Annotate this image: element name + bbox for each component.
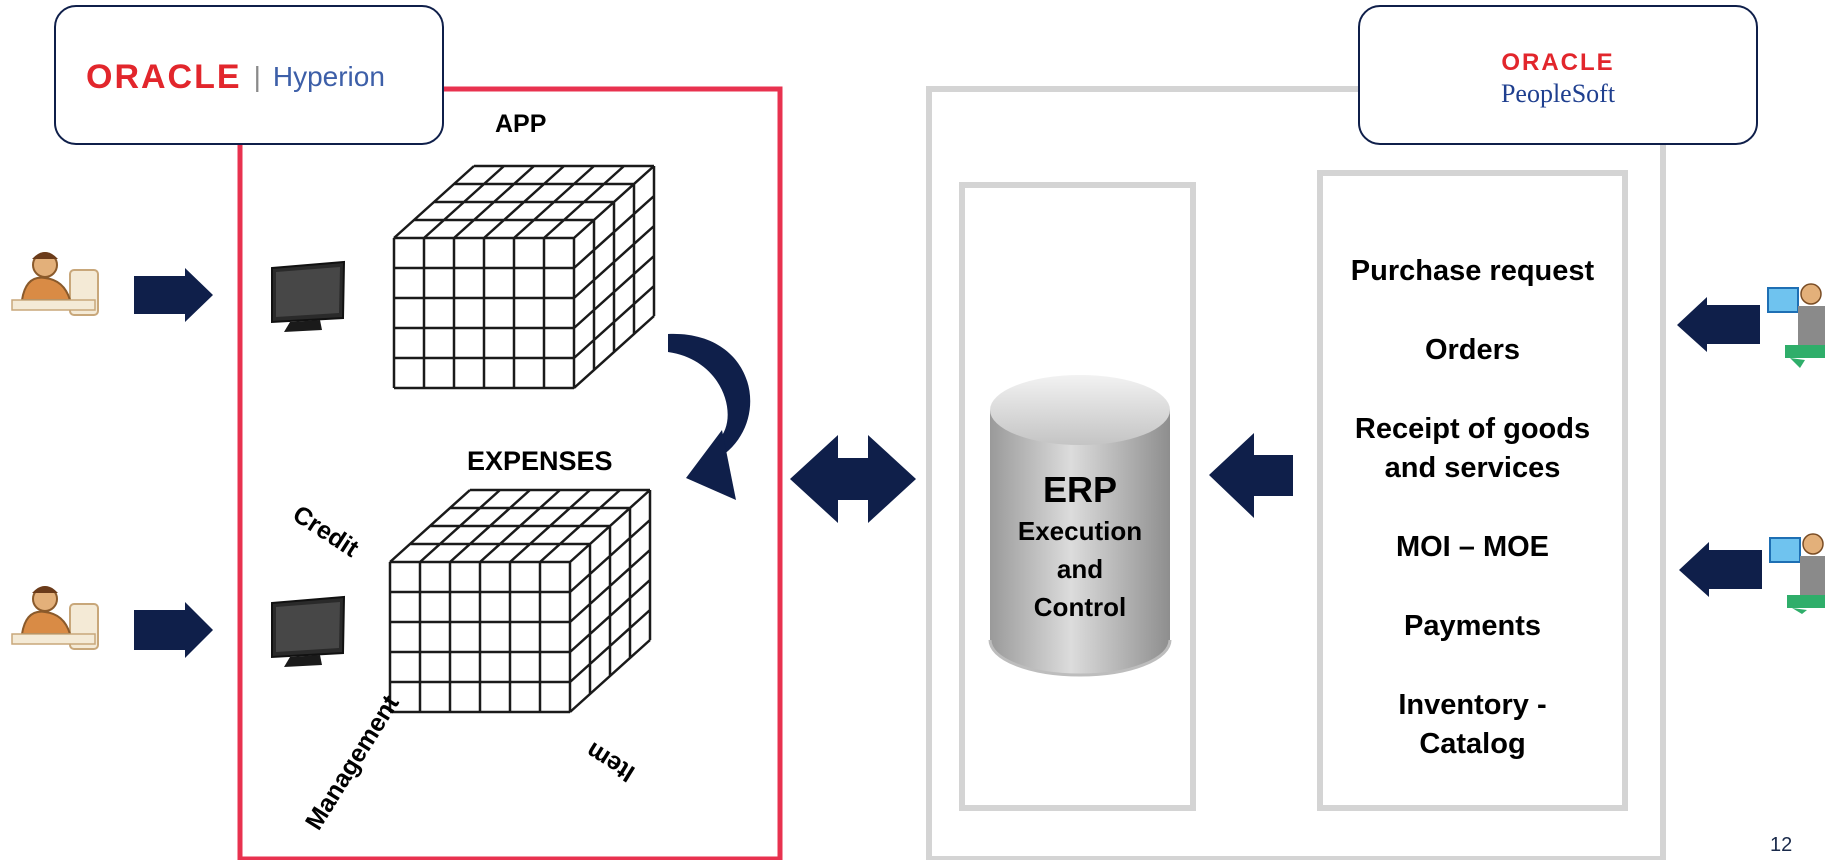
curved-arrow-icon <box>668 333 751 500</box>
peoplesoft-panel-border <box>926 86 1666 860</box>
process-item: Inventory - Catalog <box>1398 689 1547 760</box>
erp-title: ERP <box>1042 469 1118 510</box>
arrow-left-icon <box>1679 542 1762 597</box>
user-at-computer-icon <box>11 586 99 650</box>
arrow-left-icon <box>1677 297 1760 352</box>
app-cube-label: APP <box>495 110 547 138</box>
hyperion-logo-box: ORACLE | Hyperion <box>54 5 444 145</box>
process-item: MOI – MOE <box>1395 531 1550 563</box>
app-cube <box>392 164 656 390</box>
process-item: Purchase request <box>1350 255 1595 287</box>
erp-column-border <box>959 182 1196 811</box>
oracle-wordmark: ORACLE <box>1501 49 1615 76</box>
hyperion-wordmark: Hyperion <box>272 61 385 92</box>
expenses-cube <box>388 488 652 714</box>
erp-subtitle-line3: Control <box>1033 592 1127 622</box>
page-number: 12 <box>1770 834 1793 856</box>
process-item: Payments <box>1403 610 1541 642</box>
user-at-laptop-icon <box>1769 533 1825 614</box>
process-column-border <box>1317 170 1628 811</box>
erp-label: ERP Execution and Control <box>990 468 1170 626</box>
erp-subtitle-line1: Execution <box>1017 516 1143 546</box>
peoplesoft-logo-box: ORACLE PeopleSoft <box>1358 5 1758 145</box>
logo-separator: | <box>253 61 261 92</box>
hyperion-panel-border <box>237 86 783 860</box>
oracle-wordmark: ORACLE <box>86 57 242 96</box>
bidirectional-arrow-icon <box>790 435 916 523</box>
peoplesoft-wordmark: PeopleSoft <box>1500 79 1616 108</box>
arrow-left-icon <box>1209 433 1293 518</box>
user-at-laptop-icon <box>1767 283 1825 368</box>
arrow-right-icon <box>134 268 213 322</box>
arrow-right-icon <box>134 602 213 658</box>
user-at-computer-icon <box>11 252 99 316</box>
monitor-icon <box>271 595 346 667</box>
erp-database-cylinder <box>988 375 1172 677</box>
erp-subtitle-line2: and <box>1056 554 1104 584</box>
monitor-icon <box>271 260 346 332</box>
expenses-cube-label: EXPENSES <box>467 446 613 476</box>
process-item: Receipt of goods and services <box>1354 413 1591 484</box>
process-item: Orders <box>1424 334 1521 366</box>
